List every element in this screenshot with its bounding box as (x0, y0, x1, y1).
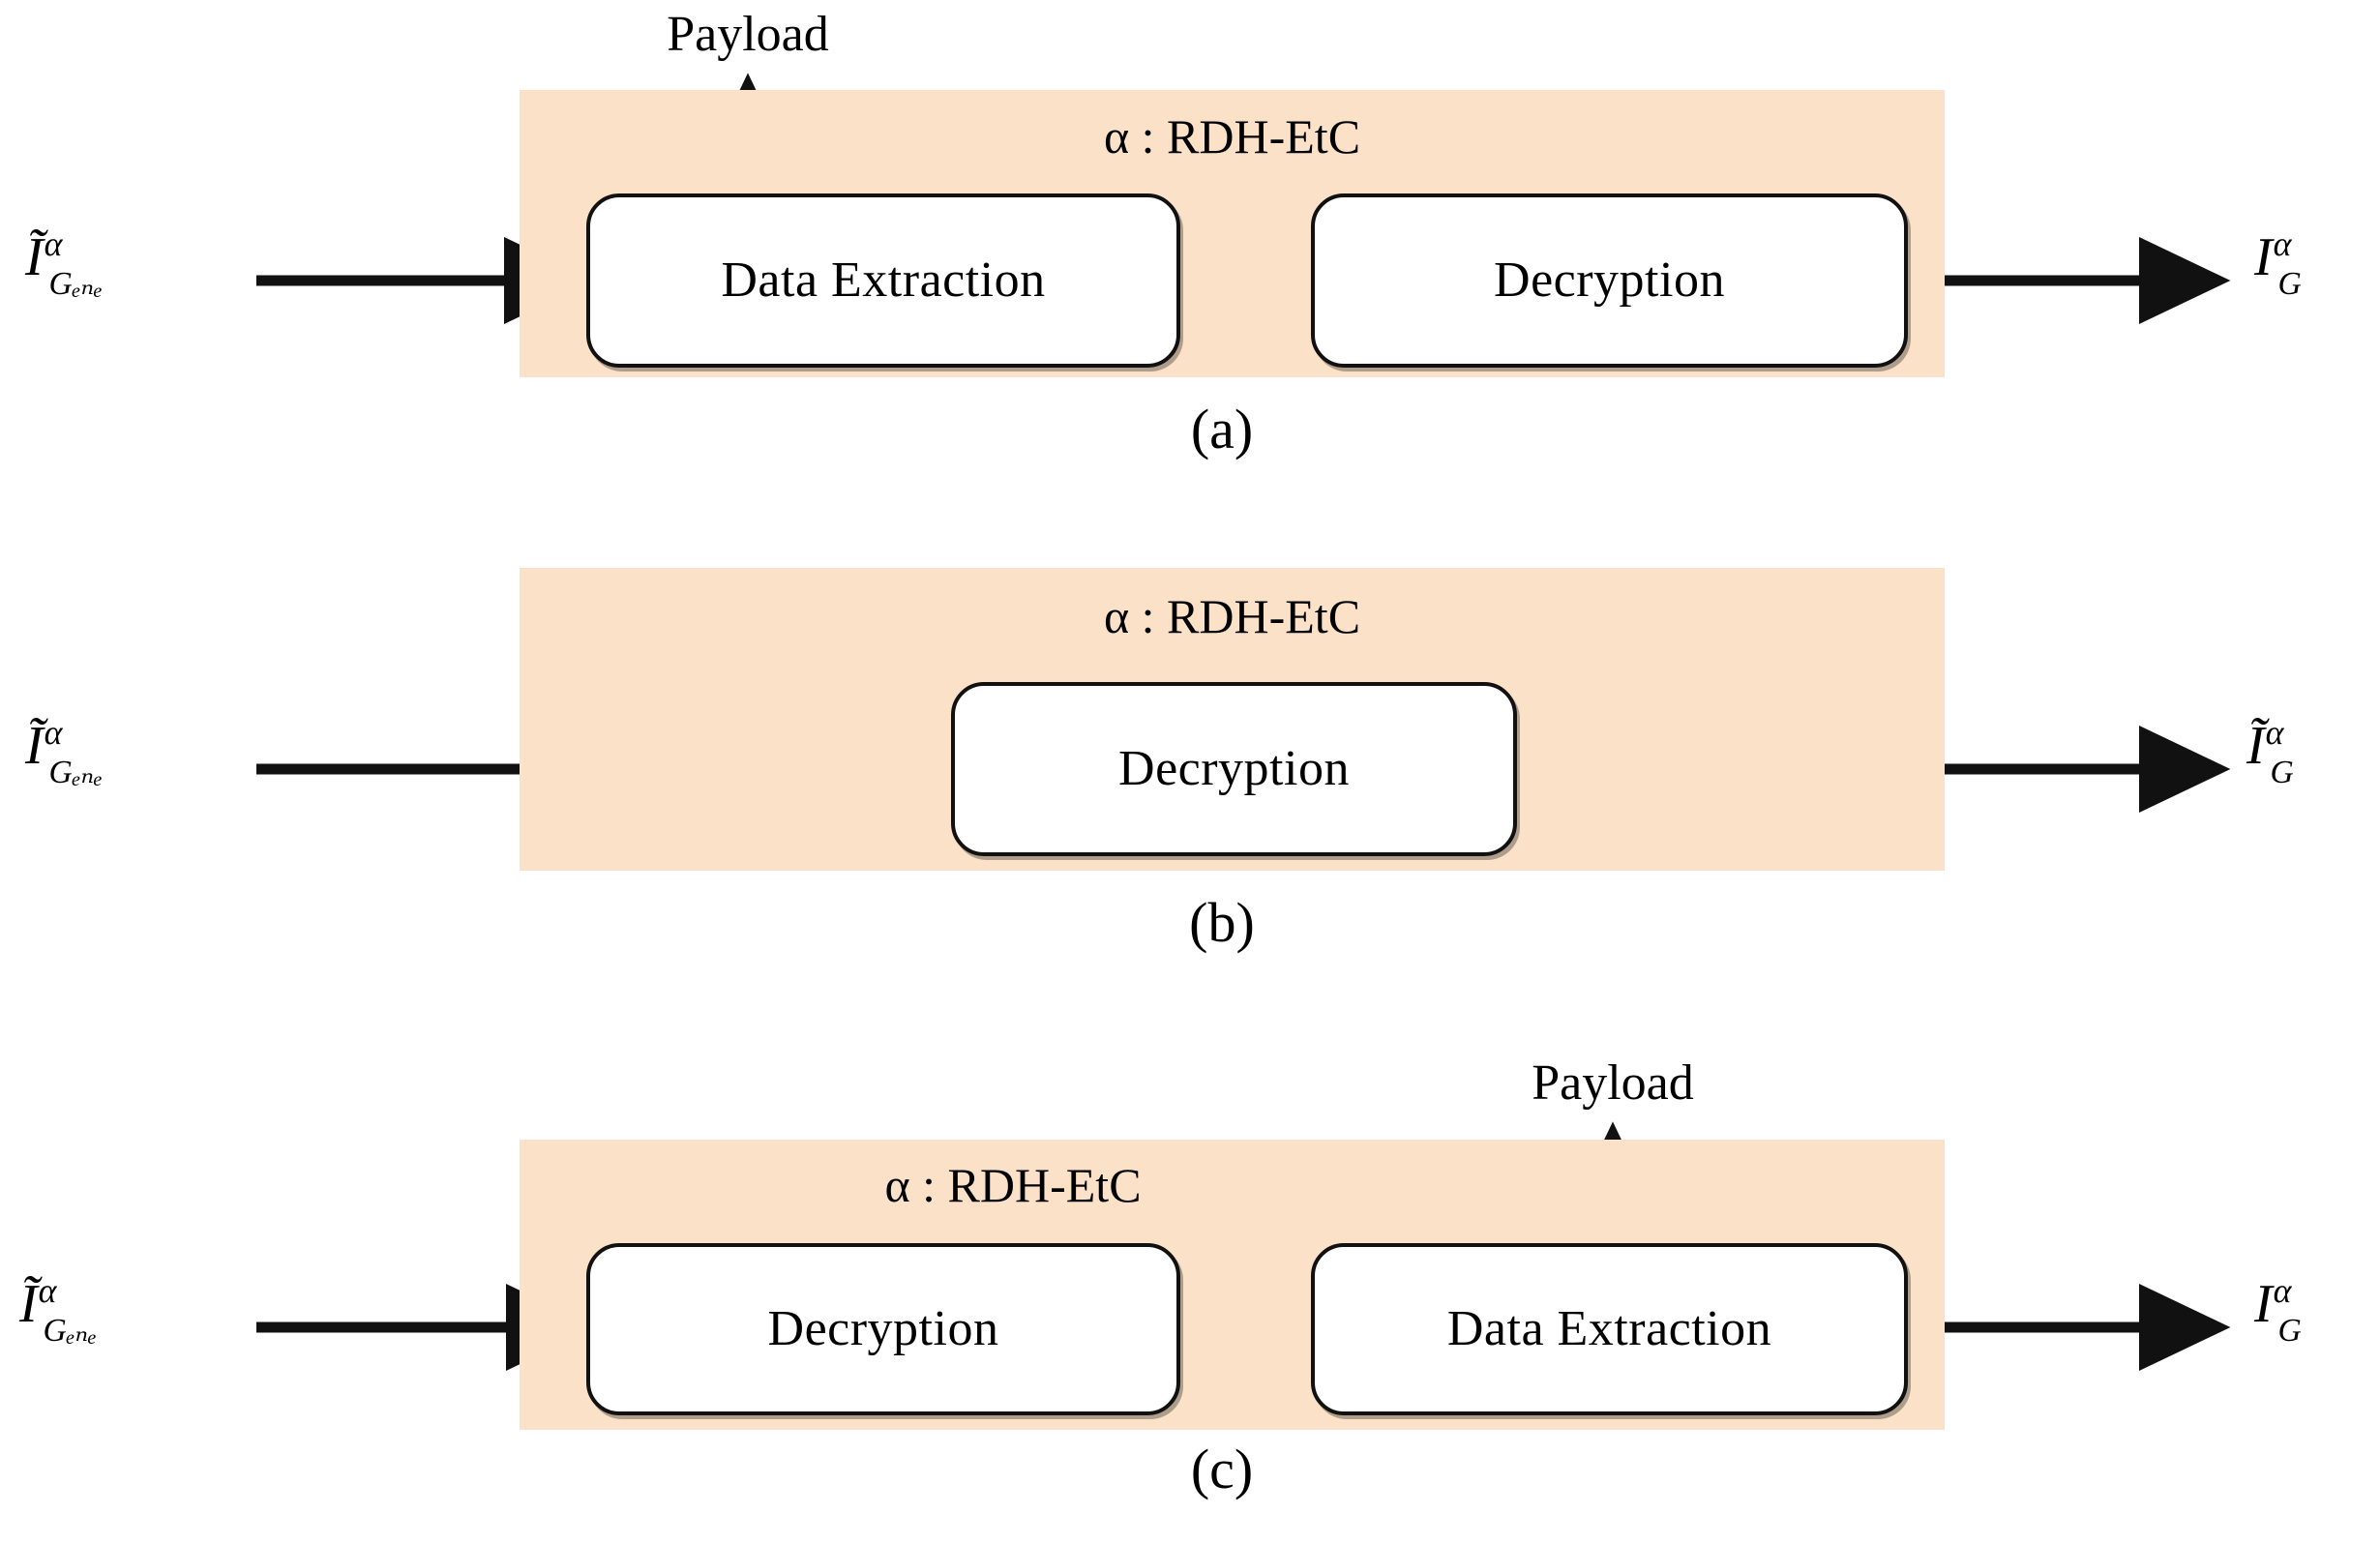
panel-b-output-sub: G (2270, 755, 2294, 791)
panel-a-input-sup: α (44, 224, 63, 264)
panel-c-box-1-label: Data Extraction (1446, 1301, 1772, 1356)
panel-c-box-decryption[interactable]: Decryption (586, 1243, 1180, 1415)
panel-b-box-0-label: Decryption (1118, 741, 1350, 796)
panel-c-input-sup: α (38, 1271, 57, 1311)
panel-b-input-sub: Gₑₙₑ (48, 755, 103, 791)
panel-a-input-base: Ĩ (25, 227, 44, 287)
panel-c-input-label: ĨαGₑₙₑ (19, 1273, 97, 1347)
panel-c-caption: (c) (1190, 1438, 1254, 1500)
panel-a-box-1-label: Decryption (1494, 252, 1725, 308)
panel-a-input-sub: Gₑₙₑ (48, 266, 103, 303)
panel-b-output-label: ĨαG (2246, 715, 2294, 788)
panel-c-input-base: Ĩ (19, 1274, 38, 1334)
panel-b-input-label: ĨαGₑₙₑ (25, 715, 103, 788)
panel-b-band-label: α : RDH-EtC (1103, 589, 1361, 643)
panel-a-payload-label: Payload (667, 7, 829, 62)
panel-a-box-data-extraction[interactable]: Data Extraction (586, 193, 1180, 368)
panel-c-output-base: I (2254, 1274, 2273, 1334)
panel-c-input-sub: Gₑₙₑ (43, 1313, 97, 1350)
panel-b-input-base: Ĩ (25, 716, 44, 776)
panel-a-output-sub: G (2277, 266, 2302, 303)
panel-c-output-sup: α (2273, 1271, 2292, 1311)
panel-c-band-label: α : RDH-EtC (884, 1158, 1142, 1212)
panel-c-output-label: IαG (2254, 1273, 2302, 1347)
panel-c-output-sub: G (2277, 1313, 2302, 1350)
panel-a-box-decryption[interactable]: Decryption (1311, 193, 1908, 368)
panel-b-output-sup: α (2265, 713, 2284, 753)
panel-b-box-decryption[interactable]: Decryption (951, 682, 1517, 856)
panel-a-box-0-label: Data Extraction (721, 252, 1046, 308)
panel-c-box-0-label: Decryption (767, 1301, 999, 1356)
panel-a-band-label: α : RDH-EtC (1103, 109, 1361, 163)
panel-b-output-base: Ĩ (2246, 716, 2265, 776)
panel-a-output-label: IαG (2254, 226, 2302, 300)
panel-a-input-label: ĨαGₑₙₑ (25, 226, 103, 300)
panel-c-box-data-extraction[interactable]: Data Extraction (1311, 1243, 1908, 1415)
panel-a-output-base: I (2254, 227, 2273, 287)
panel-b-caption: (b) (1189, 891, 1255, 954)
panel-b-input-sup: α (44, 713, 63, 753)
panel-c-payload-label: Payload (1532, 1055, 1694, 1111)
panel-a-caption: (a) (1190, 398, 1254, 460)
panel-a-output-sup: α (2273, 224, 2292, 264)
